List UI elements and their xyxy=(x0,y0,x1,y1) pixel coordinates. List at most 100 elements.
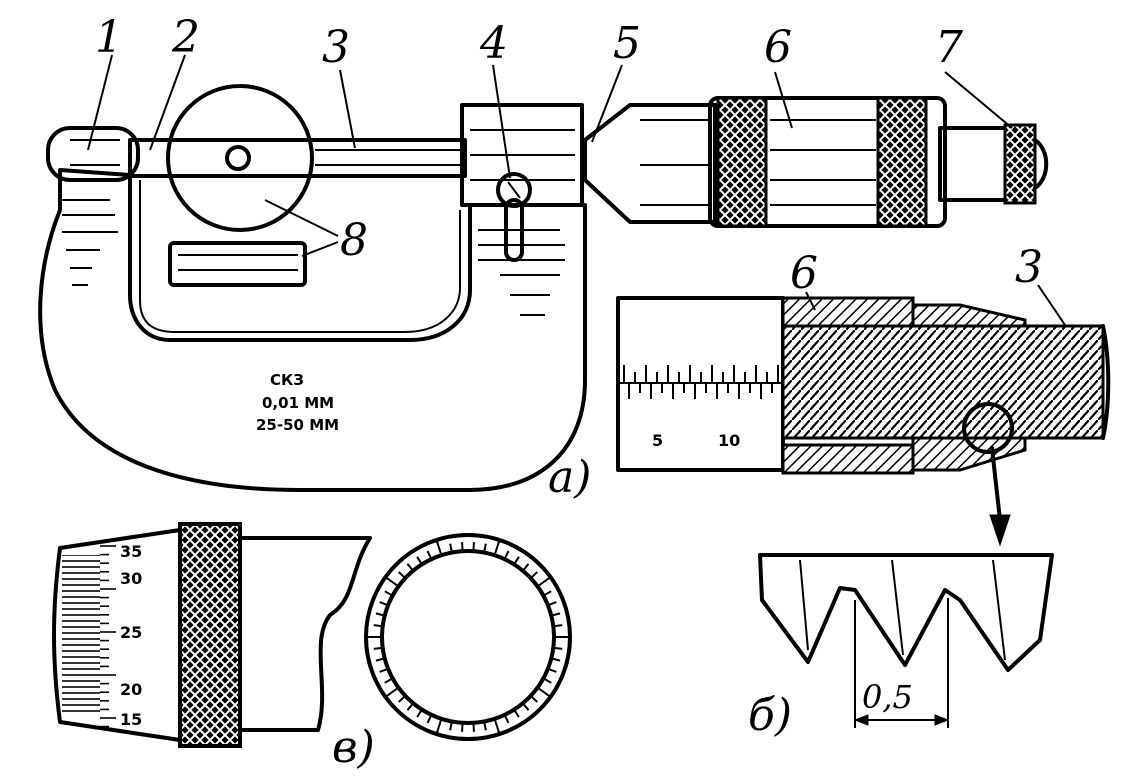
ring-tick xyxy=(416,556,423,565)
ring-tick xyxy=(379,601,388,606)
thimble-end-ticks xyxy=(367,540,569,734)
thimble-scale-20: 20 xyxy=(120,680,142,699)
ring-tick xyxy=(426,715,432,724)
section-callout-3: 3 xyxy=(1015,242,1043,293)
ring-tick xyxy=(373,624,382,628)
thimble-scale-25: 25 xyxy=(120,623,142,642)
frame-resolution: 0,01 ММ xyxy=(262,394,334,412)
frame-shading xyxy=(62,199,565,316)
ring-tick xyxy=(416,709,423,718)
ring-tick xyxy=(406,703,414,711)
ring-tick xyxy=(375,657,384,662)
ring-tick xyxy=(426,550,432,559)
ring-tick xyxy=(384,678,393,684)
ring-tick xyxy=(554,624,563,628)
ring-tick xyxy=(379,668,388,673)
micrometer-frame xyxy=(38,168,587,492)
ring-tick xyxy=(522,563,530,571)
spindle-rod xyxy=(128,138,467,178)
ring-tick xyxy=(493,540,501,555)
ring-tick xyxy=(530,571,538,579)
callout-1: 1 xyxy=(95,12,123,63)
ring-tick xyxy=(552,657,561,662)
part-label-v: в) xyxy=(332,722,375,773)
ring-tick xyxy=(548,601,557,606)
ring-tick xyxy=(548,668,557,673)
ring-tick xyxy=(483,722,487,731)
ring-tick xyxy=(385,576,399,587)
ring-tick xyxy=(504,715,510,724)
ring-tick xyxy=(537,687,551,698)
ring-tick xyxy=(461,542,464,551)
ring-tick xyxy=(406,563,414,571)
sleeve xyxy=(583,103,717,224)
ring-tick xyxy=(493,719,501,734)
ring-tick xyxy=(398,571,406,579)
callout-8: 8 xyxy=(340,215,368,266)
thimble-section-top xyxy=(781,296,915,328)
ratchet xyxy=(938,126,1012,202)
ring-tick xyxy=(554,646,563,650)
ring-tick xyxy=(384,590,393,596)
thimble-scale-30: 30 xyxy=(120,569,142,588)
ring-tick xyxy=(461,723,464,732)
thimble-knurl-left xyxy=(716,96,768,228)
thimble-scale-ticks xyxy=(100,545,116,728)
thimble-scale-face xyxy=(52,528,182,742)
ring-tick xyxy=(504,550,510,559)
thimble-knurl-ring xyxy=(178,522,242,748)
ring-tick xyxy=(513,556,520,565)
section-view: 5 10 6 3 0,5 б) xyxy=(616,242,1111,741)
callout-6: 6 xyxy=(764,22,792,73)
ring-tick xyxy=(449,543,453,552)
callout-7: 7 xyxy=(935,22,963,73)
frame-logo: СКЗ xyxy=(270,371,304,389)
thread-pitch-label: 0,5 xyxy=(862,678,913,716)
thread-profile xyxy=(758,553,1054,672)
ring-tick xyxy=(472,723,475,732)
thimble-section-bottom xyxy=(781,443,915,475)
part-label-b: б) xyxy=(748,690,792,741)
ring-tick xyxy=(483,543,487,552)
thimble-body xyxy=(238,536,372,732)
section-callout-6: 6 xyxy=(790,248,818,299)
thimble-scale-view: 35 30 25 20 15 в) xyxy=(52,522,572,773)
callout-leaders xyxy=(87,54,1013,257)
setting-standard xyxy=(166,84,314,287)
ring-tick xyxy=(385,687,399,698)
sleeve-scale-10: 10 xyxy=(718,431,740,450)
ring-tick xyxy=(552,612,561,617)
thimble xyxy=(708,96,947,228)
thimble-scale-shade xyxy=(62,555,100,715)
thimble-end-outer xyxy=(364,533,572,741)
frame-range: 25-50 ММ xyxy=(256,416,339,434)
ring-tick xyxy=(398,695,406,703)
ring-tick xyxy=(435,719,443,734)
ring-tick xyxy=(543,678,552,684)
callout-4: 4 xyxy=(479,18,508,69)
ring-tick xyxy=(449,722,453,731)
sleeve-scale-5: 5 xyxy=(652,431,663,450)
thimble-knurl-right xyxy=(876,96,928,228)
ring-tick xyxy=(373,646,382,650)
ring-tick xyxy=(435,540,443,555)
ring-tick xyxy=(472,542,475,551)
callout-2: 2 xyxy=(171,12,200,63)
ring-tick xyxy=(530,695,538,703)
ring-tick xyxy=(537,576,551,587)
threaded-spindle xyxy=(781,324,1105,440)
thimble-scale-35: 35 xyxy=(120,542,142,561)
ring-tick xyxy=(543,590,552,596)
ratchet-knurl xyxy=(1003,123,1037,205)
ring-tick xyxy=(513,709,520,718)
thimble-scale-15: 15 xyxy=(120,710,142,729)
ring-tick xyxy=(522,703,530,711)
ring-tick xyxy=(375,612,384,617)
micrometer-view: 1 2 3 4 5 6 7 8 СКЗ 0,01 ММ 25-50 ММ а) xyxy=(38,12,1049,503)
lock-screw xyxy=(496,172,532,262)
thimble-end-inner xyxy=(380,549,556,725)
callout-3: 3 xyxy=(322,22,350,73)
callout-5: 5 xyxy=(613,18,641,69)
part-label-a: а) xyxy=(548,452,591,503)
